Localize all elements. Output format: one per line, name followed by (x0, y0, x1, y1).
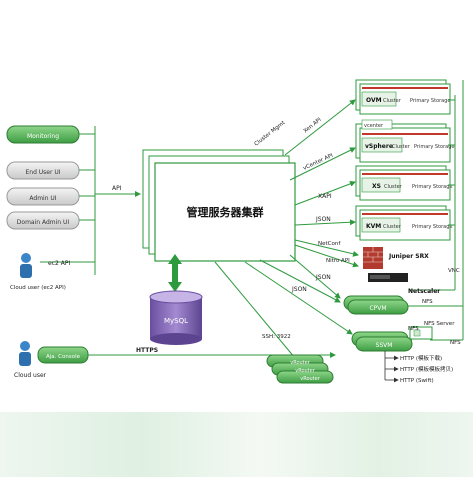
end-user-ui-label: End User UI (25, 169, 60, 176)
cluster-ovm: OVM Cluster Primary Storage (355, 79, 451, 115)
bottom-gradient-band (0, 412, 473, 477)
left-connectors (40, 126, 141, 275)
mysql-label: MySQL (164, 317, 188, 325)
kvm-primary-storage: Primary Storage (412, 224, 452, 230)
https-label: HTTPS (136, 347, 158, 354)
management-cluster-stack (142, 149, 296, 262)
domain-admin-ui-label: Domain Admin UI (17, 219, 70, 226)
xs-cluster-label: Cluster (384, 184, 403, 190)
cluster-kvm: KVM Cluster Primary Storage (355, 205, 452, 241)
netscaler-icon (368, 273, 408, 282)
vnc-label: VNC (448, 268, 460, 274)
json-label-1: JSON (315, 216, 331, 223)
xs-label: XS (372, 183, 381, 190)
right-bus (405, 80, 464, 341)
vcenter-api-label: vCenter API (302, 153, 334, 172)
aja-console-button[interactable]: Aja. Console (37, 346, 89, 364)
vrouter-label-3: vRouter (300, 376, 320, 382)
vrouter-label-1: vRouter (290, 360, 310, 366)
kvm-cluster-label: Cluster (383, 224, 402, 230)
http-line-2: HTTP (模板模板拷贝) (400, 365, 453, 373)
http-line-3: HTTP (Swift) (400, 378, 434, 384)
cpvm-node: CPVM (343, 295, 409, 315)
vrouter-label-2: vRouter (295, 368, 315, 374)
xs-primary-storage: Primary Storage (412, 184, 452, 190)
netconf-label: NetConf (318, 241, 341, 247)
nfs-server-label: NFS Server (424, 321, 455, 327)
nfs-label-3: NFS (408, 326, 419, 332)
http-connectors (384, 351, 399, 383)
ovm-cluster-label: Cluster (383, 98, 402, 104)
cloud-user-avatar (19, 341, 31, 366)
firewall-icon (363, 247, 383, 269)
ec2-api-label: ec2 API (48, 260, 70, 267)
nfs-label-2: NFS (450, 340, 461, 346)
domain-admin-ui-button[interactable]: Domain Admin UI (6, 211, 80, 230)
aja-console-label: Aja. Console (46, 354, 81, 360)
cloud-user-ec2-avatar (20, 253, 32, 278)
nitro-api-label: Nitro API (326, 258, 350, 264)
protocol-arrows (214, 99, 359, 365)
cluster-vsphere: vcenter vSphere Cluster Primary Storage (355, 119, 454, 163)
cpvm-label: CPVM (369, 305, 386, 312)
kvm-label: KVM (366, 223, 381, 230)
ssvm-node: SSVM (351, 331, 413, 352)
json-label-2: JSON (315, 274, 331, 281)
netscaler-label: Netscaler (408, 288, 440, 295)
monitoring-label: Monitoring (27, 133, 59, 140)
vsphere-primary-storage: Primary Storage (414, 144, 454, 150)
xen-api-label: Xen API (303, 117, 323, 135)
vsphere-cluster-label: Cluster (392, 144, 411, 150)
xapi-label: XAPI (318, 193, 332, 200)
ssvm-label: SSVM (376, 342, 393, 349)
vrouter-stack: vRouter vRouter vRouter (266, 354, 334, 384)
ovm-label: OVM (366, 97, 382, 104)
api-label: API (112, 185, 122, 192)
cloud-user-label: Cloud user (14, 372, 47, 379)
vsphere-label: vSphere (365, 143, 393, 150)
mysql-link (168, 254, 182, 292)
admin-ui-button[interactable]: Admin UI (6, 187, 80, 206)
ssh-label: SSH: 3922 (262, 334, 291, 340)
end-user-ui-button[interactable]: End User UI (6, 161, 80, 180)
nfs-label-1: NFS (422, 299, 433, 305)
juniper-srx-label: Juniper SRX (388, 253, 429, 260)
mysql-database-icon (149, 290, 203, 345)
http-line-1: HTTP (模板下载) (400, 354, 442, 362)
json-label-3: JSON (291, 286, 307, 293)
admin-ui-label: Admin UI (29, 195, 56, 202)
nfs-server-icon (409, 326, 433, 340)
cluster-xs: XS Cluster Primary Storage (355, 165, 452, 201)
monitoring-button[interactable]: Monitoring (6, 125, 80, 144)
vcenter-label: vcenter (364, 123, 384, 129)
management-cluster-title: 管理服务器集群 (187, 205, 264, 219)
ovm-primary-storage: Primary Storage (410, 98, 450, 104)
cluster-mgmt-label: Cluster Mgmt (254, 120, 288, 148)
cloud-user-ec2-label: Cloud user (ec2 API) (10, 285, 66, 291)
